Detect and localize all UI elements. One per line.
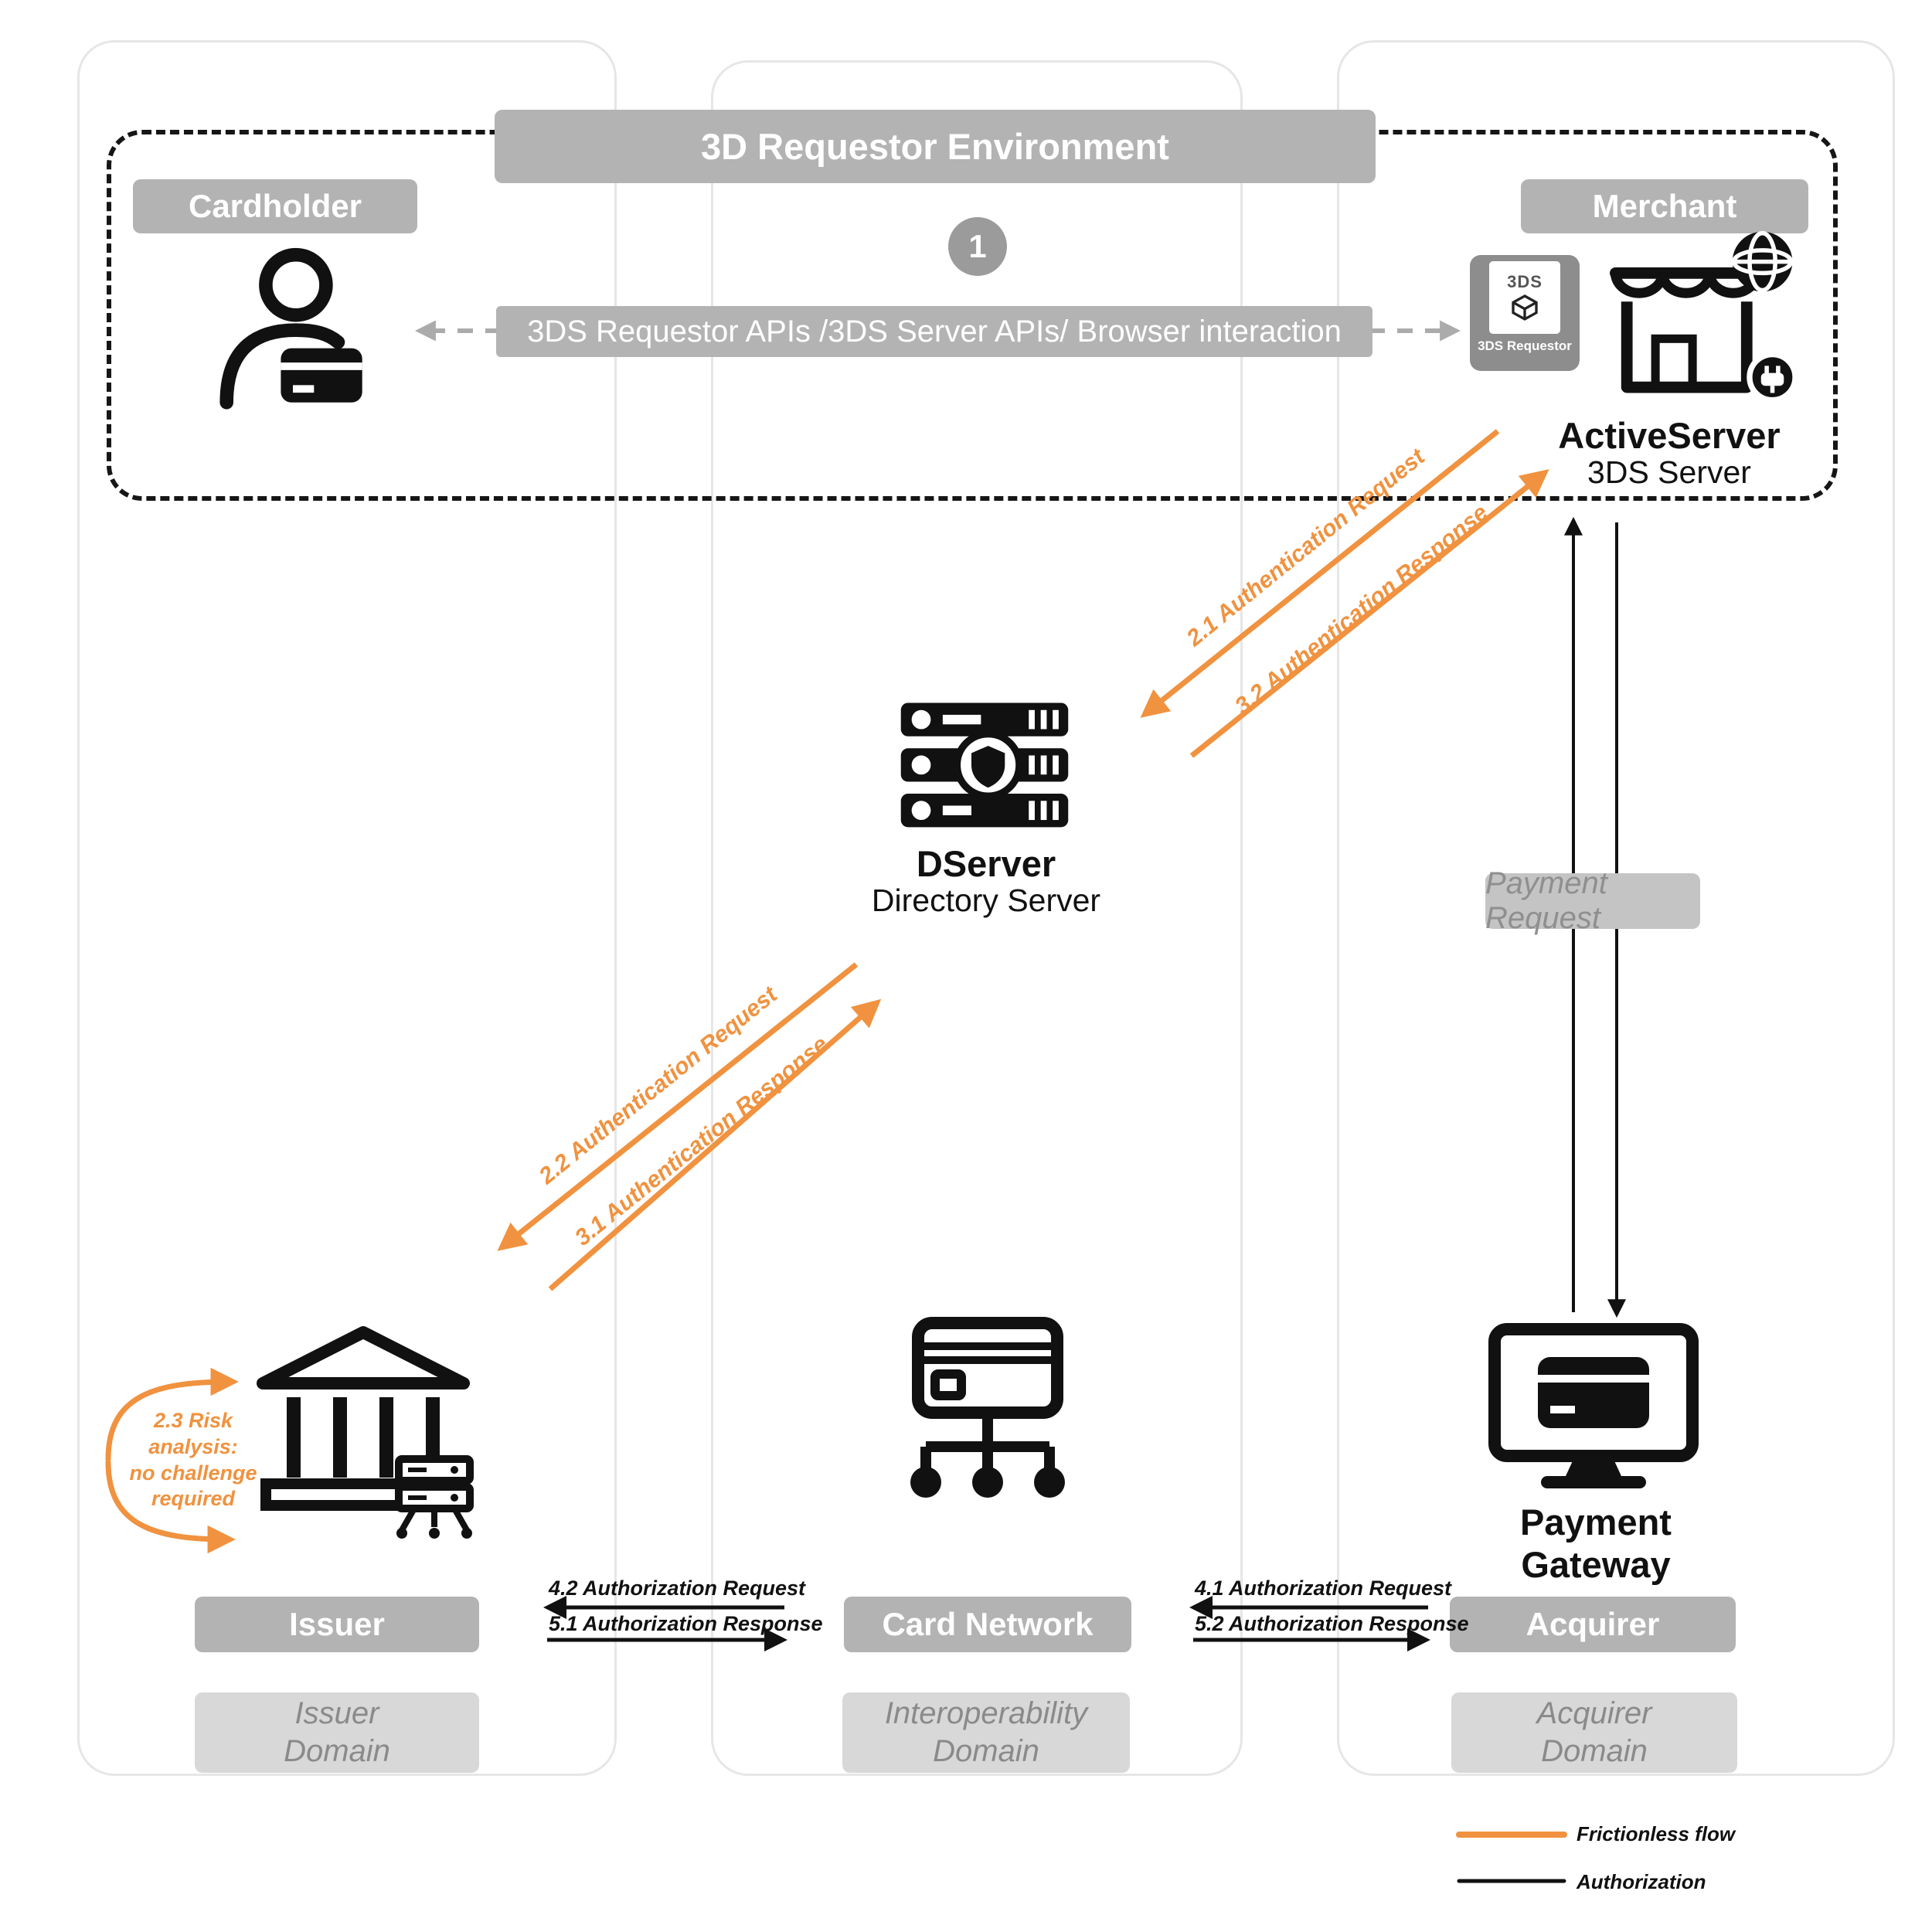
- cardholder-badge: Cardholder: [133, 179, 417, 233]
- authorization-response-52-label: 5.2 Authorization Response: [1195, 1612, 1469, 1635]
- payment-gateway-icon: [1488, 1323, 1699, 1488]
- step-1-marker: 1: [948, 217, 1007, 276]
- issuer-badge: Issuer: [195, 1597, 479, 1652]
- interoperability-domain-badge: Interoperability Domain: [842, 1692, 1130, 1773]
- api-interaction-banner: 3DS Requestor APIs /3DS Server APIs/ Bro…: [496, 306, 1372, 357]
- merchant-badge: Merchant: [1521, 179, 1808, 233]
- cube-icon: [1512, 294, 1538, 321]
- risk-analysis-label: 2.3 Risk analysis: no challenge required: [129, 1409, 257, 1511]
- cardholder-icon: [219, 247, 362, 410]
- acquirer-badge: Acquirer: [1450, 1597, 1736, 1652]
- merchant-store-icon: [1610, 230, 1798, 403]
- 3ds-requestor-page: 3DS: [1489, 261, 1560, 334]
- active-server-name: ActiveServer: [1558, 415, 1781, 456]
- payment-gateway-label: Payment Gateway: [1520, 1502, 1672, 1585]
- payment-request-badge: Payment Request: [1485, 866, 1700, 935]
- directory-server-icon: [900, 702, 1069, 828]
- active-server-subtitle: 3DS Server: [1587, 454, 1751, 490]
- legend-authorization-label: Authorization: [1577, 1870, 1706, 1893]
- issuer-domain-badge: Issuer Domain: [195, 1692, 479, 1773]
- issuer-bank-icon: [257, 1326, 474, 1539]
- authorization-response-51-label: 5.1 Authorization Response: [549, 1612, 823, 1635]
- authorization-request-41-label: 4.1 Authorization Request: [1195, 1577, 1452, 1600]
- 3ds-requestor-caption: 3DS Requestor: [1478, 338, 1572, 353]
- authorization-request-42-label: 4.2 Authorization Request: [549, 1577, 806, 1600]
- directory-server-name: DServer: [916, 843, 1056, 884]
- directory-server-subtitle: Directory Server: [871, 883, 1101, 918]
- environment-title: 3D Requestor Environment: [495, 110, 1376, 183]
- card-network-badge: Card Network: [844, 1597, 1131, 1652]
- 3ds-requestor-icon: 3DS 3DS Requestor: [1470, 255, 1580, 371]
- legend-frictionless-label: Frictionless flow: [1577, 1822, 1736, 1845]
- acquirer-domain-badge: Acquirer Domain: [1451, 1692, 1737, 1773]
- card-network-icon: [910, 1317, 1065, 1498]
- 3ds-requestor-page-label: 3DS: [1507, 272, 1543, 291]
